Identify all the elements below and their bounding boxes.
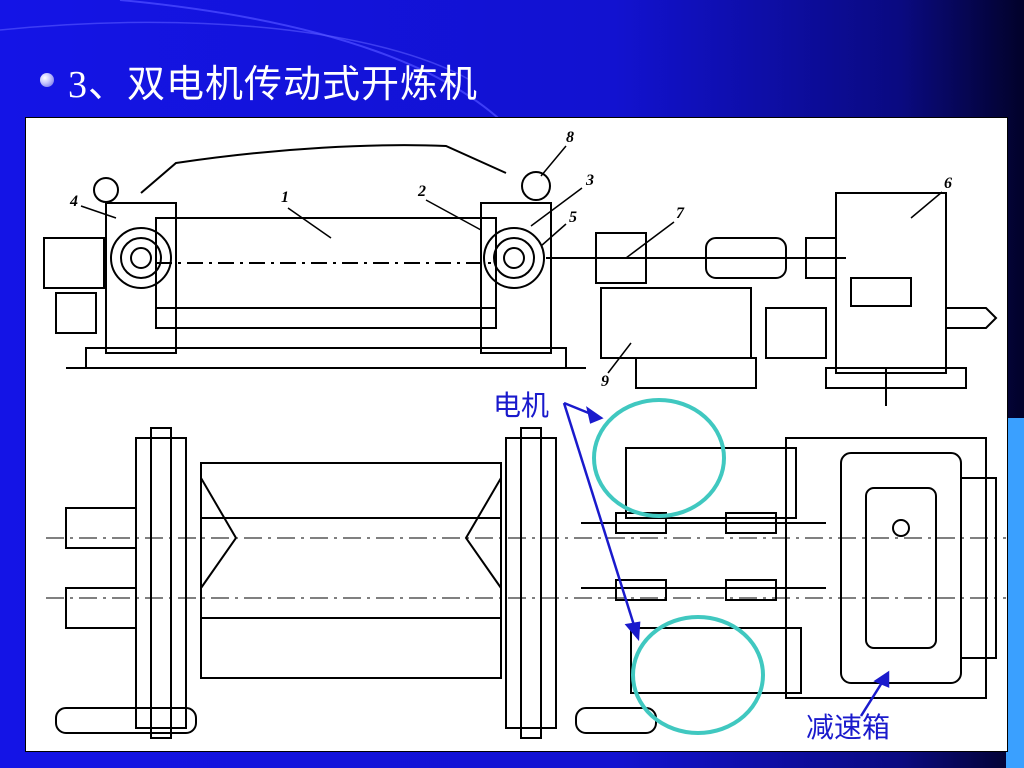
right-stand-plan <box>505 437 557 729</box>
part-number-2: 2 <box>417 183 426 200</box>
part-number-6: 6 <box>944 175 952 192</box>
left-gauge <box>93 177 119 203</box>
left-bearing <box>110 227 172 289</box>
right-bearing <box>483 227 545 289</box>
coupling <box>595 232 647 284</box>
motor-arrow-lower <box>562 402 640 639</box>
right-gauge <box>521 171 551 201</box>
part-number-8: 8 <box>566 129 574 146</box>
side-accent <box>1006 418 1024 768</box>
roll-body-plan <box>200 462 502 679</box>
part-number-3: 3 <box>585 172 594 189</box>
motor-highlight-circle-lower <box>631 615 765 735</box>
motor-9 <box>600 287 752 359</box>
right-frame <box>480 202 552 354</box>
motor-lower-plan <box>630 627 802 694</box>
part-number-1: 1 <box>281 189 289 206</box>
decorative-swoosh <box>0 0 521 140</box>
left-stand-plan <box>135 437 187 729</box>
motor-upper-plan <box>625 447 797 519</box>
slide-title: 3、双电机传动式开炼机 <box>40 52 478 108</box>
gearbox-plan <box>840 452 962 684</box>
motor-highlight-circle-upper <box>592 398 726 518</box>
left-frame <box>105 202 177 354</box>
bullet-icon <box>40 73 54 87</box>
machine-drawing: 1 2 3 4 5 6 7 8 9 <box>25 117 1008 752</box>
front-roll <box>155 217 497 329</box>
motor-label: 电机 <box>493 391 550 422</box>
part-number-5: 5 <box>569 209 577 226</box>
part-number-4: 4 <box>69 193 78 210</box>
gearbox-label: 减速箱 <box>806 713 891 744</box>
slide-title-text: 3、双电机传动式开炼机 <box>68 63 479 106</box>
adjust-rod <box>140 144 507 194</box>
part-number-7: 7 <box>676 205 685 222</box>
mill-base <box>85 347 567 369</box>
technical-drawing: 1 2 3 4 5 6 7 8 9 <box>43 129 1006 739</box>
part-numbers: 1 2 3 4 5 6 7 8 9 <box>69 129 952 390</box>
part-number-9: 9 <box>601 373 609 390</box>
reducer-6 <box>835 192 947 374</box>
